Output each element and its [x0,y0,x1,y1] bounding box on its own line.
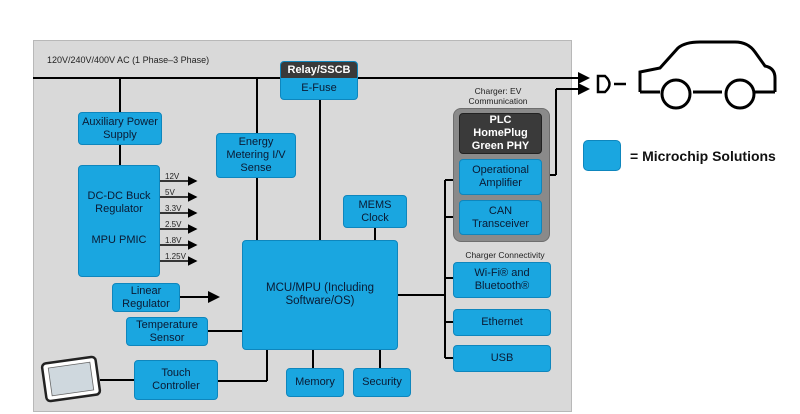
relay-efuse-block: Relay/SSCB E-Fuse [280,61,358,100]
wifi-bluetooth-block: Wi-Fi® and Bluetooth® [453,262,551,298]
plc-block: PLC HomePlug Green PHY [459,113,542,154]
car-icon [638,40,777,110]
voltage-label: 1.8V [165,236,182,245]
supply-label: 120V/240V/400V AC (1 Phase–3 Phase) [47,55,210,65]
voltage-label: 2.5V [165,220,182,229]
relay-label: Relay/SSCB [281,62,357,78]
voltage-label: 5V [165,188,175,197]
pmic-label: MPU PMIC [91,234,147,246]
dcdc-pmic-block: DC-DC Buck Regulator MPU PMIC [78,165,160,277]
mcu-block: MCU/MPU (Including Software/OS) [242,240,398,350]
aux-power-block: Auxiliary Power Supply [78,112,162,145]
linear-regulator-block: Linear Regulator [112,283,180,312]
mems-clock-block: MEMS Clock [343,195,407,228]
can-transceiver-block: CAN Transceiver [459,200,542,235]
usb-block: USB [453,345,551,372]
security-block: Security [353,368,411,397]
energy-metering-block: Energy Metering I/V Sense [216,133,296,178]
op-amp-block: Operational Amplifier [459,159,542,195]
tablet-icon [40,355,102,403]
voltage-label: 12V [165,172,180,181]
efuse-label: E-Fuse [301,82,337,94]
voltage-label: 3.3V [165,204,182,213]
charger-ev-title: Charger: EV Communication [468,86,528,106]
charger-connectivity-title: Charger Connectivity [465,250,545,260]
plug-icon [596,74,626,94]
voltage-label: 1.25V [165,252,186,261]
temperature-sensor-block: Temperature Sensor [126,317,208,346]
touch-controller-block: Touch Controller [134,360,218,400]
memory-block: Memory [286,368,344,397]
dcdc-label: DC-DC Buck Regulator [87,190,151,215]
ethernet-block: Ethernet [453,309,551,336]
legend-label: = Microchip Solutions [630,148,776,164]
legend-swatch [583,140,621,171]
